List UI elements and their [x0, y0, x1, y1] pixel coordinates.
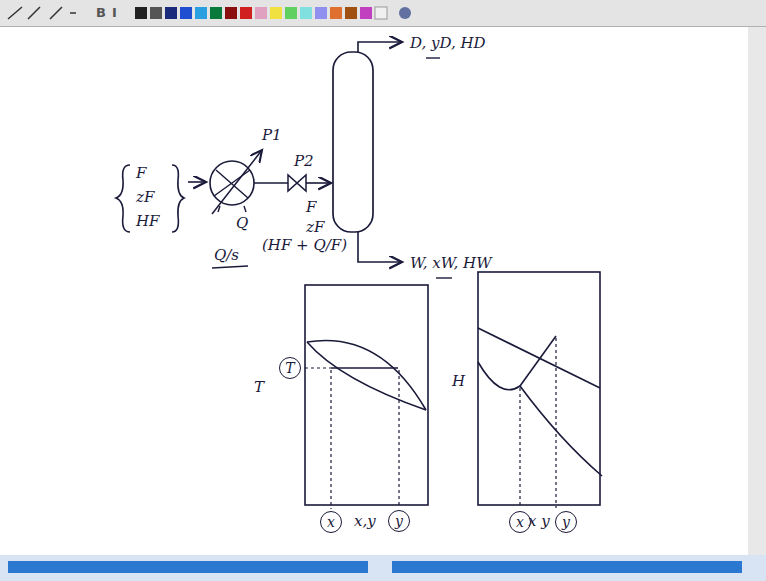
status-bar — [0, 555, 766, 581]
axis-label: T — [254, 380, 264, 395]
toolbar-button: B — [96, 6, 106, 19]
liquid-product-label: W, xW, HW — [410, 256, 492, 271]
stream-variable: F — [306, 200, 316, 215]
circled-variable: x — [320, 511, 342, 533]
toolbar — [0, 0, 766, 26]
hxy-diagram — [478, 272, 602, 508]
pressure-label: P2 — [294, 154, 314, 169]
heat-rate-label: Q/s — [214, 248, 239, 263]
variable-text: T — [285, 361, 294, 375]
flash-drum — [333, 52, 373, 232]
pressure-label: P1 — [262, 128, 282, 143]
toolbar-button: I — [112, 6, 117, 19]
stream-variable: zF — [136, 190, 154, 205]
heat-label: Q — [236, 216, 248, 231]
brace — [116, 165, 130, 232]
variable-text: x — [516, 515, 524, 529]
axis-label: x y — [528, 514, 550, 529]
vapor-product-label: D, yD, HD — [410, 36, 486, 51]
stream-variable: F — [136, 166, 146, 181]
valve-symbol — [288, 175, 306, 191]
stream-variable: zF — [306, 220, 324, 235]
circled-variable: T — [279, 357, 301, 379]
variable-text: y — [562, 515, 570, 529]
stream-variable: HF — [136, 214, 160, 229]
circled-variable: y — [388, 510, 410, 532]
variable-text: y — [395, 514, 403, 528]
color-swatches — [8, 7, 411, 19]
axis-label: x,y — [354, 514, 376, 529]
enthalpy-expression: (HF + Q/F) — [262, 238, 347, 253]
variable-text: x — [327, 515, 335, 529]
scrollbar — [748, 27, 766, 555]
txy-diagram — [305, 285, 428, 509]
circled-variable: x — [509, 511, 531, 533]
axis-label: H — [452, 374, 465, 389]
circled-variable: y — [555, 511, 577, 533]
